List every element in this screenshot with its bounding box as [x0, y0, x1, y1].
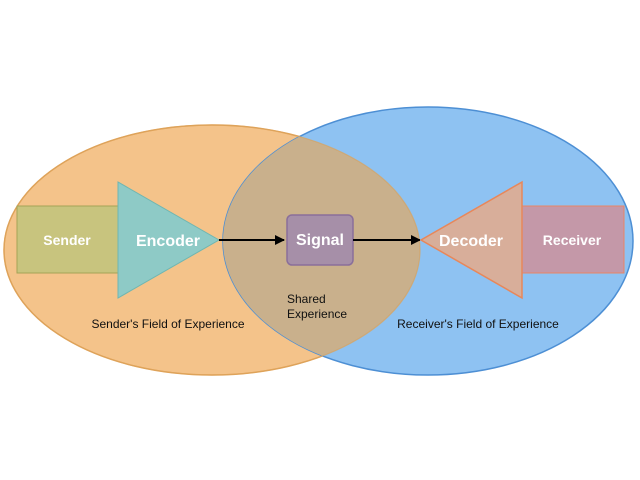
sender-box	[16, 205, 122, 274]
shared-experience-label-line2: Experience	[287, 307, 347, 321]
receiver-box	[519, 205, 625, 274]
sender-field-outline	[3, 124, 421, 376]
shared-experience-label-line1: Shared	[287, 292, 326, 306]
sender-label: Sender	[43, 232, 91, 248]
receiver-label: Receiver	[543, 232, 602, 248]
signal-label: Signal	[296, 232, 344, 249]
encoder-triangle	[117, 181, 221, 299]
encoder-label: Encoder	[136, 233, 200, 250]
shared-experience-overlap	[223, 125, 420, 375]
decoder-triangle	[419, 180, 523, 300]
decoder-label: Decoder	[439, 233, 503, 250]
sender-field-label: Sender's Field of Experience	[91, 317, 244, 331]
receiver-field-label: Receiver's Field of Experience	[397, 317, 559, 331]
